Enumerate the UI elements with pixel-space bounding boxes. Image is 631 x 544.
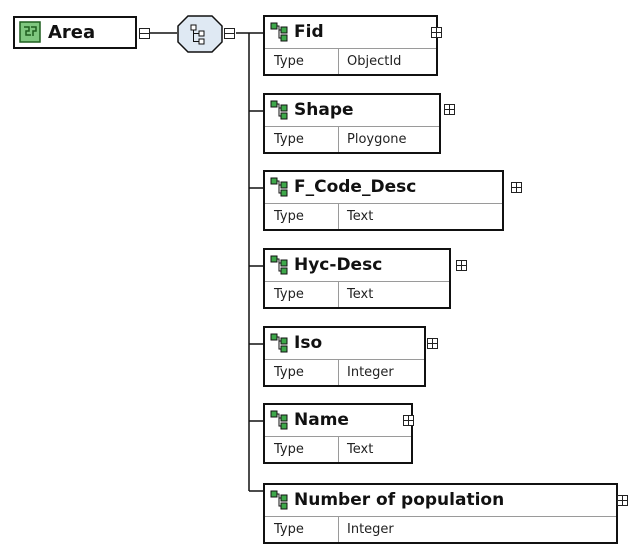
type-key: Type (265, 360, 339, 385)
root-element-box[interactable]: Area (13, 16, 137, 49)
type-value: Integer (347, 365, 394, 380)
expand-icon[interactable] (456, 260, 467, 271)
type-key: Type (265, 127, 339, 152)
expand-icon[interactable] (427, 338, 438, 349)
type-row: Type Text (265, 203, 502, 229)
type-row: Type Text (265, 281, 449, 307)
type-row: Type Integer (265, 359, 424, 385)
type-key: Type (265, 437, 339, 462)
type-value: Ploygone (347, 132, 407, 147)
type-row: Type Ploygone (265, 126, 439, 152)
element-name: Name (294, 410, 349, 430)
expand-icon[interactable] (511, 182, 522, 193)
element-name: Shape (294, 100, 354, 120)
type-key: Type (265, 49, 339, 74)
complex-type-icon (19, 21, 41, 43)
type-key: Type (265, 204, 339, 229)
element-box-fid[interactable]: Fid Type ObjectId (263, 15, 438, 76)
element-name: Number of population (294, 490, 505, 510)
type-value: Text (347, 209, 374, 224)
type-value: Text (347, 287, 374, 302)
element-icon (270, 410, 288, 430)
expand-icon[interactable] (444, 104, 455, 115)
type-row: Type Integer (265, 516, 616, 542)
collapse-icon[interactable] (139, 28, 150, 39)
element-name: Hyc-Desc (294, 255, 383, 275)
expand-icon[interactable] (617, 495, 628, 506)
element-icon (270, 255, 288, 275)
expand-icon[interactable] (403, 415, 414, 426)
type-value: Integer (347, 522, 394, 537)
element-box-name[interactable]: Name Type Text (263, 403, 413, 464)
type-row: Type Text (265, 436, 411, 462)
expand-icon[interactable] (431, 27, 442, 38)
element-box-shape[interactable]: Shape Type Ploygone (263, 93, 441, 154)
element-box-number-of-population[interactable]: Number of population Type Integer (263, 483, 618, 544)
element-icon (270, 177, 288, 197)
element-icon (270, 100, 288, 120)
element-name: F_Code_Desc (294, 177, 417, 197)
element-icon (270, 22, 288, 42)
collapse-icon[interactable] (224, 28, 235, 39)
sequence-compositor-icon[interactable] (177, 15, 223, 53)
element-icon (270, 490, 288, 510)
element-name: Fid (294, 22, 324, 42)
element-name: Iso (294, 333, 323, 353)
type-key: Type (265, 517, 339, 542)
type-value: ObjectId (347, 54, 402, 69)
element-box-f-code-desc[interactable]: F_Code_Desc Type Text (263, 170, 504, 231)
type-row: Type ObjectId (265, 48, 436, 74)
element-box-iso[interactable]: Iso Type Integer (263, 326, 426, 387)
root-element-label: Area (48, 22, 96, 43)
element-box-hyc-desc[interactable]: Hyc-Desc Type Text (263, 248, 451, 309)
element-icon (270, 333, 288, 353)
type-key: Type (265, 282, 339, 307)
type-value: Text (347, 442, 374, 457)
